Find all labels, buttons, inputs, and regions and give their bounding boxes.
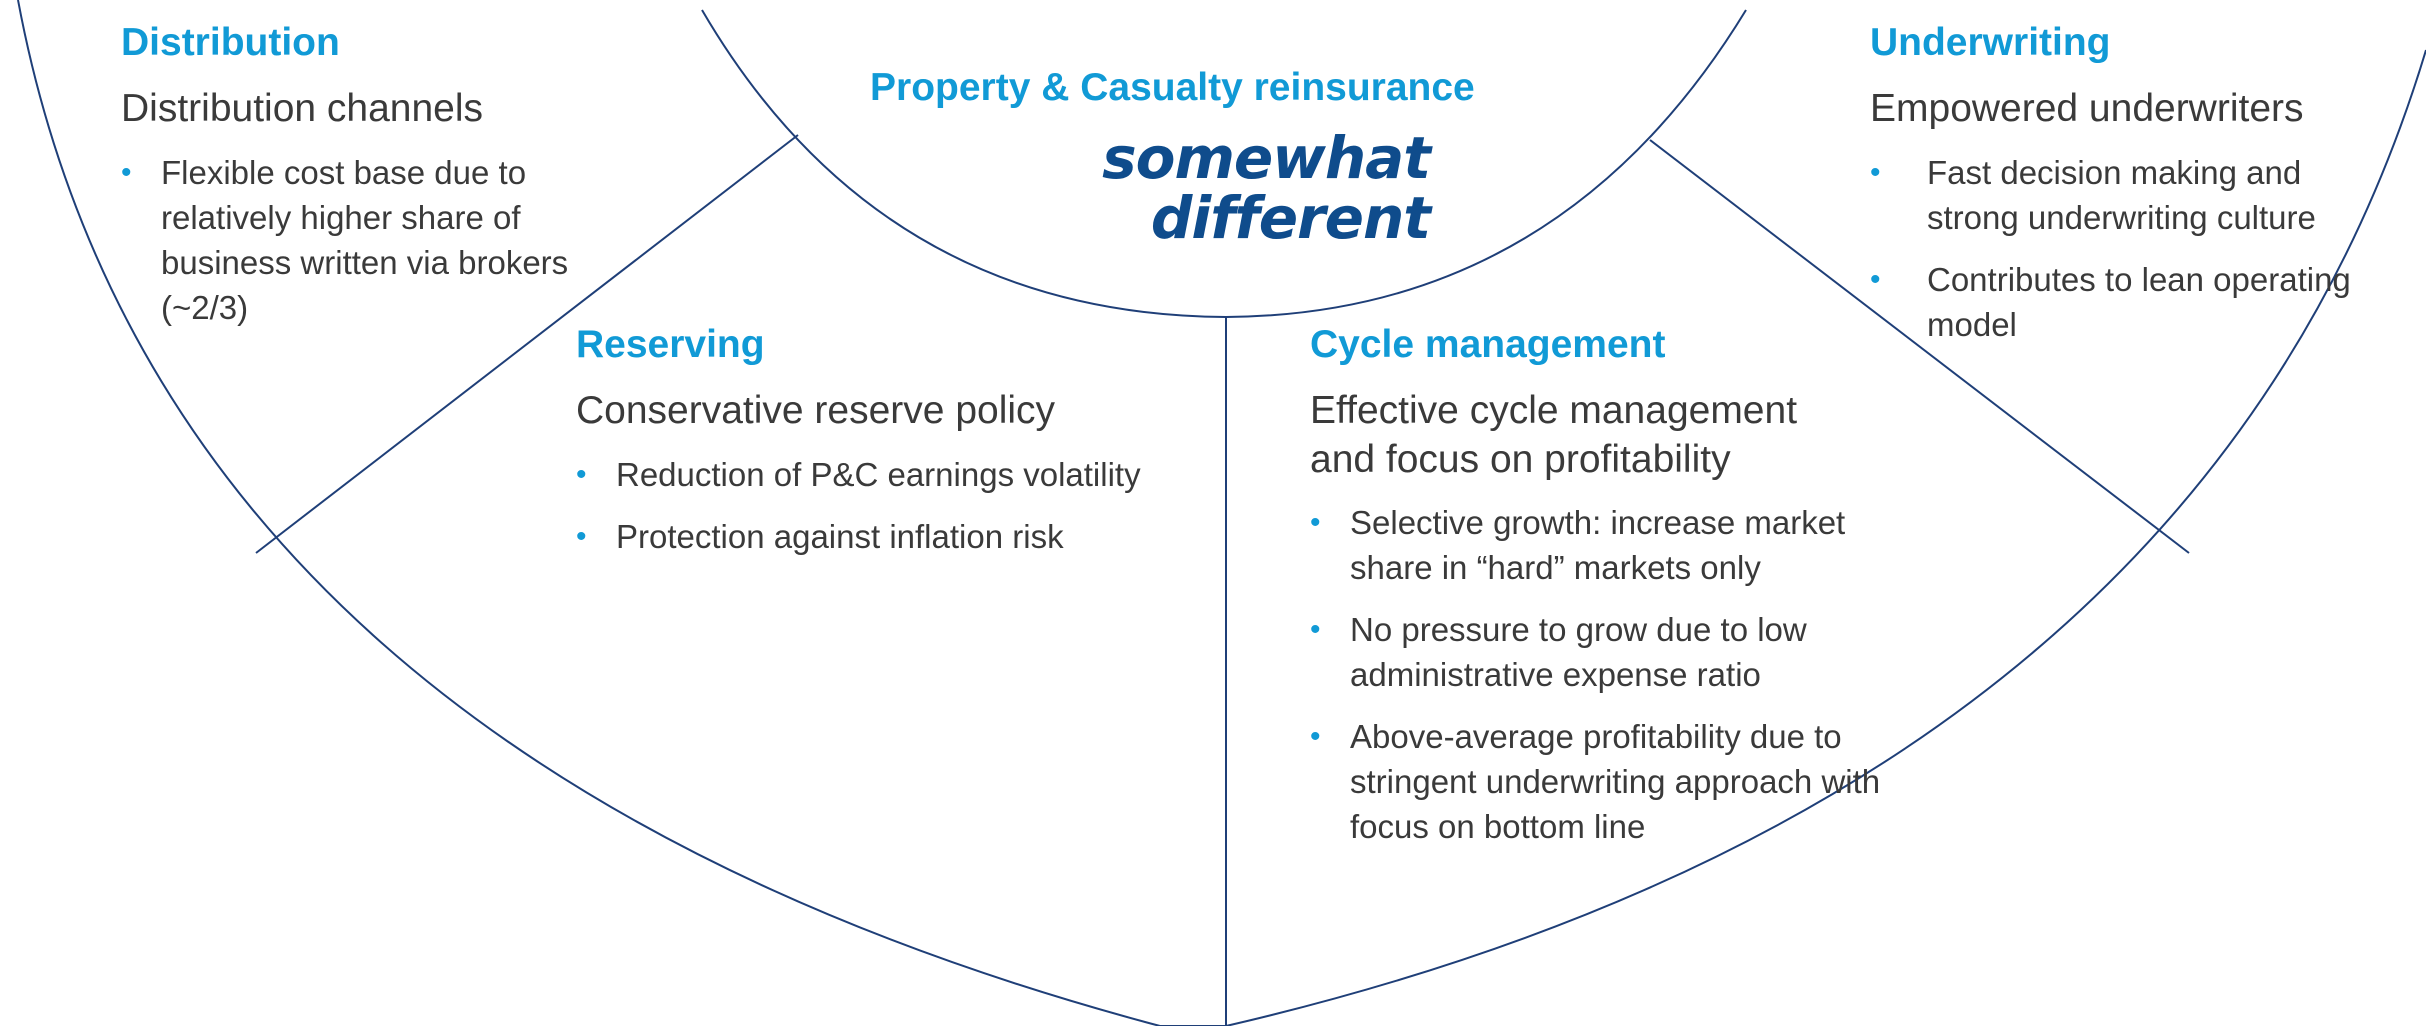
bullet-text: Fast decision making and strong underwri… bbox=[1927, 153, 2316, 236]
list-item: • No pressure to grow due to low administ… bbox=[1310, 607, 1910, 697]
cycle-management-heading: Cycle management bbox=[1310, 323, 1666, 366]
bullet-text: Contributes to lean operating model bbox=[1927, 260, 2351, 343]
distribution-heading: Distribution bbox=[121, 21, 340, 64]
somewhat-different-logo: somewhat different bbox=[1070, 124, 1431, 252]
underwriting-subtitle: Empowered underwriters bbox=[1870, 86, 2304, 130]
section-distribution: Distribution Distribution channels • Flex… bbox=[121, 20, 621, 347]
distribution-bullets: • Flexible cost base due to relatively hi… bbox=[121, 150, 621, 330]
bullet-icon: • bbox=[1310, 613, 1321, 647]
list-item: • Above-average profitability due to stri… bbox=[1310, 714, 1890, 849]
bullet-icon: • bbox=[1310, 506, 1321, 540]
bullet-text: Reduction of P&C earnings volatility bbox=[616, 455, 1141, 493]
bullet-icon: • bbox=[1870, 155, 1881, 189]
distribution-subtitle: Distribution channels bbox=[121, 86, 484, 130]
divider-cycle-underwriting bbox=[1649, 139, 2190, 554]
bullet-text: Selective growth: increase market share … bbox=[1350, 504, 1846, 587]
bullet-icon: • bbox=[576, 457, 587, 491]
cycle-management-subtitle: Effective cycle management and focus on … bbox=[1310, 388, 1798, 481]
bullet-icon: • bbox=[121, 155, 132, 189]
logo-line-2: different bbox=[1150, 184, 1431, 252]
bullet-icon: • bbox=[1870, 262, 1881, 296]
list-item: • Selective growth: increase market share… bbox=[1310, 500, 1920, 590]
underwriting-heading: Underwriting bbox=[1870, 21, 2111, 64]
reserving-subtitle: Conservative reserve policy bbox=[576, 388, 1056, 432]
list-item: • Contributes to lean operating model bbox=[1870, 257, 2390, 347]
section-reserving: Reserving Conservative reserve policy • R… bbox=[576, 322, 1216, 576]
cycle-management-bullets: • Selective growth: increase market share… bbox=[1310, 500, 1920, 849]
list-item: • Flexible cost base due to relatively hi… bbox=[121, 150, 621, 330]
list-item: • Fast decision making and strong underwr… bbox=[1870, 150, 2390, 240]
logo-line-1: somewhat bbox=[1102, 124, 1431, 192]
list-item: • Protection against inflation risk bbox=[576, 514, 1216, 559]
bullet-icon: • bbox=[576, 519, 587, 553]
outer-arc bbox=[17, 0, 2426, 1026]
center-title: Property & Casualty reinsurance bbox=[870, 66, 1475, 109]
bullet-text: Flexible cost base due to relatively hig… bbox=[161, 153, 569, 326]
bullet-icon: • bbox=[1310, 720, 1321, 754]
reserving-bullets: • Reduction of P&C earnings volatility • P… bbox=[576, 452, 1216, 559]
reserving-heading: Reserving bbox=[576, 323, 765, 366]
bullet-text: No pressure to grow due to low administr… bbox=[1350, 611, 1807, 694]
underwriting-bullets: • Fast decision making and strong underwr… bbox=[1870, 150, 2390, 347]
section-cycle-management: Cycle management Effective cycle managem… bbox=[1310, 322, 1920, 866]
divider-distribution-reserving bbox=[255, 134, 799, 554]
section-underwriting: Underwriting Empowered underwriters • Fas… bbox=[1870, 20, 2390, 364]
list-item: • Reduction of P&C earnings volatility bbox=[576, 452, 1216, 497]
bullet-text: Protection against inflation risk bbox=[616, 517, 1064, 555]
bullet-text: Above-average profitability due to strin… bbox=[1350, 718, 1881, 846]
